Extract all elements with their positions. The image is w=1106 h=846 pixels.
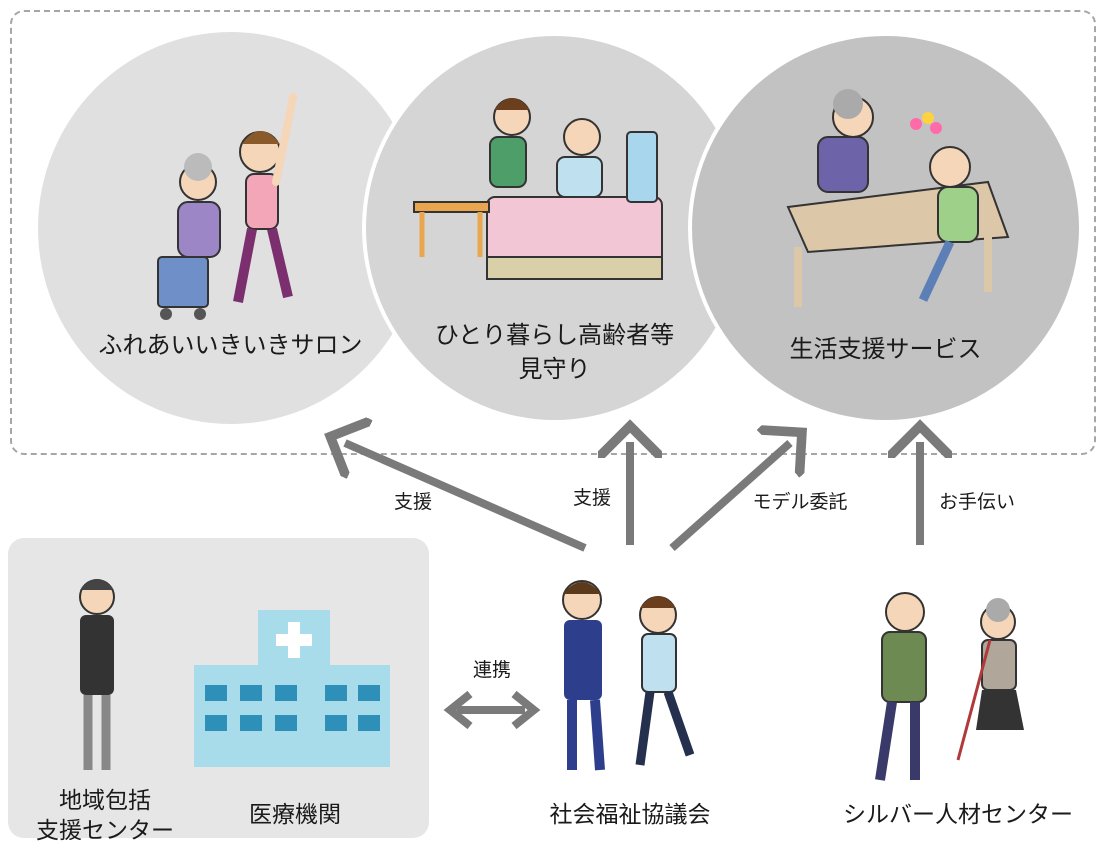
community-center-label: 地域包括 支援センター — [36, 788, 174, 844]
silver-center-label: シルバー人材センター — [843, 802, 1073, 828]
support-label-2: 支援 — [572, 487, 611, 509]
services-frame — [10, 10, 1096, 455]
salon-circle: ふれあいいきいきサロン — [38, 32, 423, 424]
watch-label: ひとり暮らし高齢者等 見守り — [434, 321, 675, 383]
salon-illustration — [157, 93, 297, 320]
arrow-to-life-support — [669, 443, 790, 551]
life-support-circle: 生活支援サービス — [688, 32, 1083, 424]
watch-circle: ひとり暮らし高齢者等 見守り — [362, 32, 747, 424]
support-label-1: 支援 — [393, 491, 432, 513]
community-center-staff-figure — [79, 579, 115, 770]
cooperation-arrowhead-left — [443, 690, 473, 730]
hospital-building — [194, 610, 390, 767]
council-staff-figures — [562, 580, 695, 771]
cooperation-label: 連携 — [472, 659, 511, 681]
arrow-to-salon — [345, 443, 587, 552]
life-support-label: 生活支援サービス — [789, 335, 982, 363]
cooperation-arrowhead-right — [511, 690, 541, 730]
model-consign-label: モデル委託 — [752, 491, 848, 513]
life-support-illustration — [786, 89, 1010, 307]
medical-label: 医療機関 — [249, 802, 341, 828]
council-label: 社会福祉協議会 — [549, 802, 711, 828]
help-label: お手伝い — [938, 491, 1015, 513]
watch-illustration — [413, 98, 663, 280]
silver-center-figures — [875, 592, 1024, 781]
salon-label: ふれあいいきいきサロン — [98, 331, 363, 359]
